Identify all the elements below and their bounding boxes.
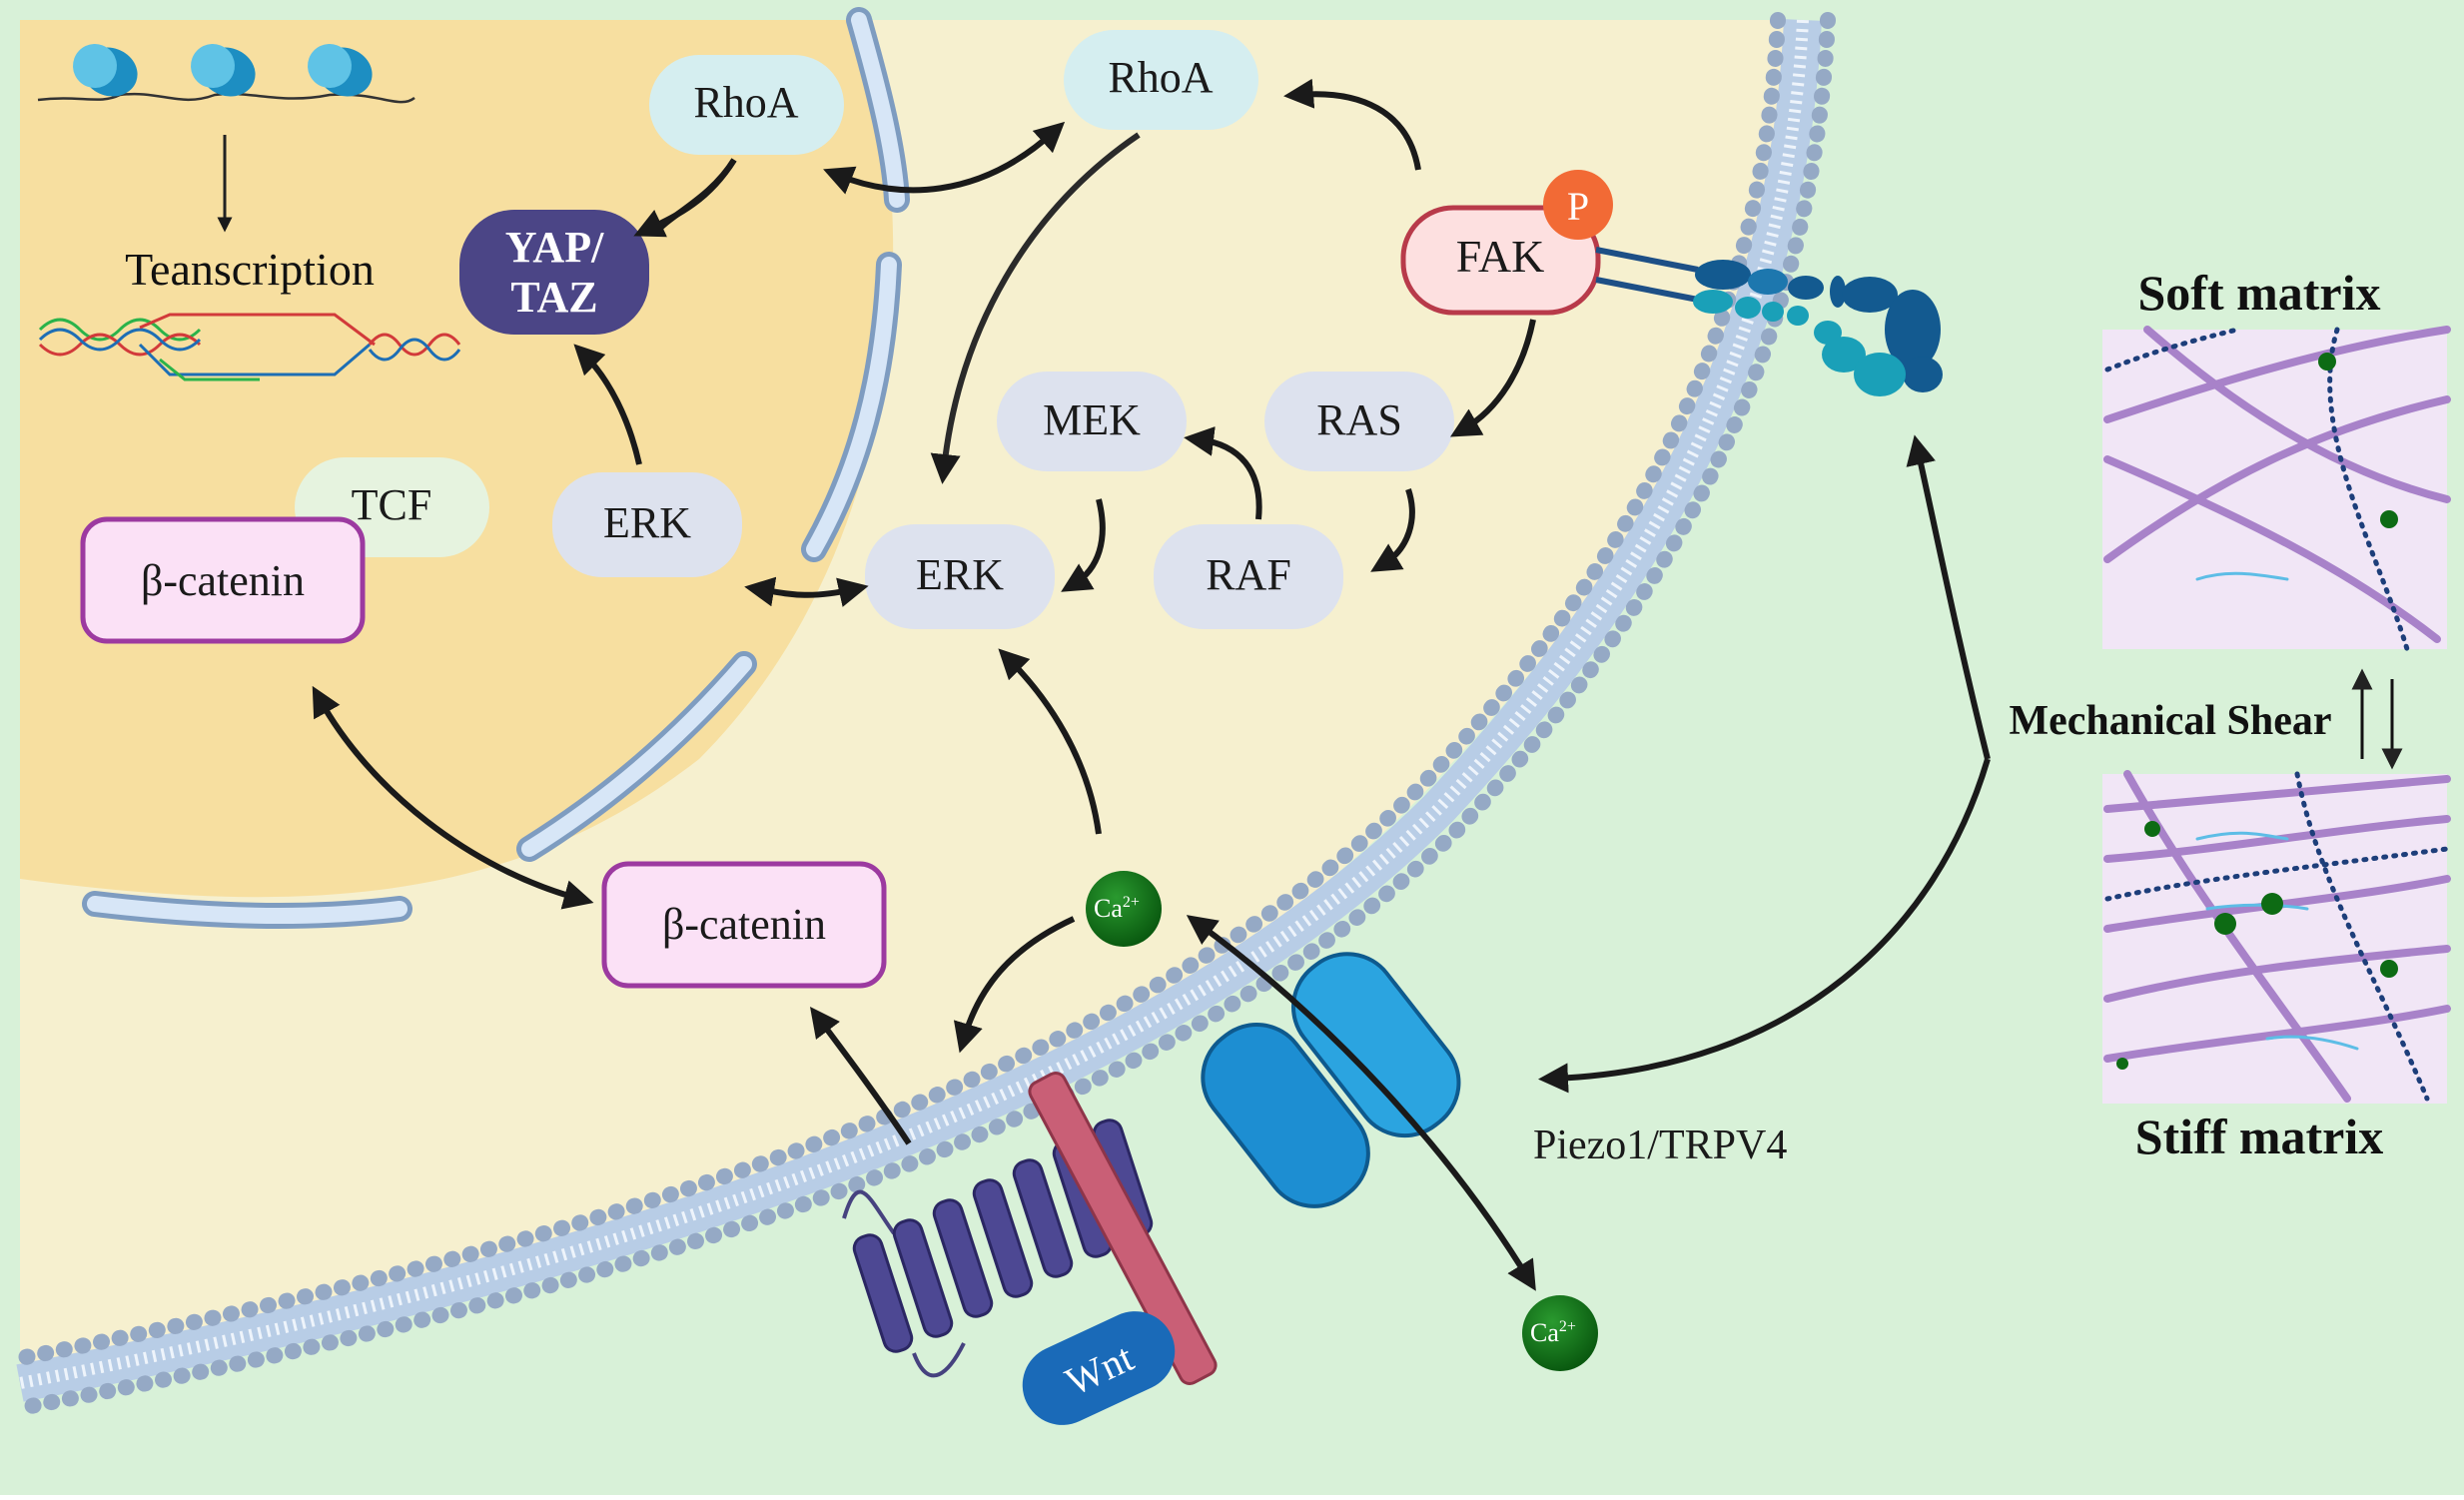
mek-node: MEK xyxy=(997,372,1187,471)
transcription-label: Teanscription xyxy=(125,244,375,295)
rhoa-cyto-label: RhoA xyxy=(1108,53,1213,102)
arrow-ras-to-raf xyxy=(1370,488,1415,572)
arrow-shear-to-integrin xyxy=(1906,434,1991,760)
arrow-calcium-to-erk xyxy=(998,648,1102,835)
plasma-membrane xyxy=(12,12,1836,1416)
lrp-coreceptor-icon xyxy=(1028,1072,1218,1385)
rhoa-nuclear-node: RhoA xyxy=(649,55,844,155)
arrow-beta-catenin-bidirectional xyxy=(312,685,594,910)
yap-taz-label-line1: YAP/ xyxy=(505,223,604,272)
frizzled-receptor-icon xyxy=(842,1119,1154,1378)
arrow-rhoa-to-erk xyxy=(930,132,1141,484)
erk-nuclear-label: ERK xyxy=(603,498,691,547)
fak-label: FAK xyxy=(1456,231,1545,282)
calcium-ion-intracellular: Ca2+ xyxy=(1086,871,1162,947)
integrin-icon xyxy=(1595,247,1943,396)
svg-text:Ca2+: Ca2+ xyxy=(1530,1318,1576,1347)
arrow-shear-to-channel xyxy=(1538,758,1991,1094)
chromatin xyxy=(37,44,415,233)
pathway-arrows xyxy=(312,78,1991,1291)
beta-catenin-nuclear-node: β-catenin xyxy=(80,516,366,644)
erk-cyto-label: ERK xyxy=(916,550,1004,599)
beta-catenin-nuclear-label: β-catenin xyxy=(141,556,305,605)
svg-text:Ca2+: Ca2+ xyxy=(1094,894,1140,923)
arrow-rhoa-cyto-to-rhoa-nuclear xyxy=(823,121,1066,195)
arrow-mek-to-erk xyxy=(1061,498,1106,592)
calcium-charge-label: 2+ xyxy=(1559,1318,1576,1335)
shear-arrows-icon xyxy=(2351,668,2403,770)
arrow-erk-to-yap xyxy=(573,344,642,465)
arrow-receptor-to-beta-catenin xyxy=(810,1006,912,1145)
stiff-matrix-panel xyxy=(2102,770,2451,1104)
phospho-label: P xyxy=(1567,184,1589,229)
raf-node: RAF xyxy=(1154,524,1343,629)
tcf-label: TCF xyxy=(352,480,432,529)
arrow-calcium-through-channel xyxy=(1186,915,1536,1291)
arrow-calcium-to-membrane xyxy=(953,916,1076,1054)
mek-label: MEK xyxy=(1043,395,1141,444)
calcium-charge-label: 2+ xyxy=(1123,894,1140,911)
nucleosome-2 xyxy=(191,44,256,97)
ras-label: RAS xyxy=(1316,395,1402,444)
mechanical-shear-label: Mechanical Shear xyxy=(2009,698,2331,744)
wnt-ligand: Wnt xyxy=(1022,1311,1176,1425)
soft-matrix-panel xyxy=(2102,326,2451,652)
nuclear-envelope xyxy=(82,7,910,929)
yap-taz-label-line2: TAZ xyxy=(510,273,597,322)
calcium-ion-extracellular: Ca2+ xyxy=(1522,1295,1598,1371)
calcium-ion-label: Ca xyxy=(1530,1318,1559,1347)
nucleus xyxy=(20,20,894,898)
raf-label: RAF xyxy=(1206,550,1291,599)
arrow-erk-to-erk xyxy=(744,576,869,607)
calcium-ion-label: Ca xyxy=(1094,894,1123,923)
ras-node: RAS xyxy=(1264,372,1454,471)
arrow-raf-to-mek xyxy=(1184,425,1262,520)
nucleosome-1 xyxy=(73,44,138,97)
rhoa-nuclear-label: RhoA xyxy=(693,78,798,127)
soft-matrix-label: Soft matrix xyxy=(2138,265,2381,321)
yap-taz-node: YAP/ TAZ xyxy=(459,210,649,335)
rhoa-cyto-node: RhoA xyxy=(1064,30,1258,130)
stiff-matrix-label: Stiff matrix xyxy=(2135,1109,2384,1164)
nucleosome-3 xyxy=(308,44,373,97)
beta-catenin-cyto-node: β-catenin xyxy=(601,861,887,989)
transcription-bubble xyxy=(38,313,461,381)
phospho-badge: P xyxy=(1543,170,1613,240)
erk-nuclear-node: ERK xyxy=(552,472,742,577)
beta-catenin-cyto-label: β-catenin xyxy=(662,900,826,949)
erk-cyto-node: ERK xyxy=(865,524,1055,629)
channel-label: Piezo1/TRPV4 xyxy=(1533,1123,1787,1168)
fak-node: FAK xyxy=(1400,205,1601,316)
arrow-fak-to-rhoa xyxy=(1283,78,1421,171)
arrow-fak-to-ras xyxy=(1449,319,1536,437)
